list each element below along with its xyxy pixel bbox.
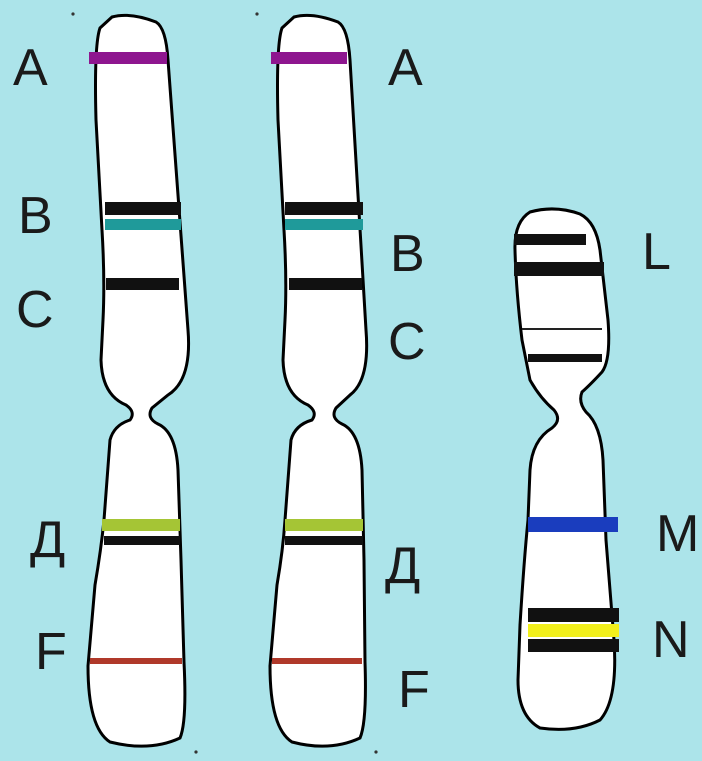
label-right-b: B	[390, 228, 425, 280]
label-left-c: C	[16, 284, 54, 336]
label-left-b: B	[18, 190, 53, 242]
label-left-f: F	[35, 626, 67, 678]
band-n-black-2	[528, 639, 619, 652]
band-d-green	[102, 519, 180, 531]
label-right-f: F	[398, 664, 430, 716]
band-d-black	[285, 536, 363, 545]
dot	[71, 12, 74, 15]
dot	[194, 750, 197, 753]
band-c-black	[106, 278, 179, 290]
band-f-brown	[90, 658, 182, 664]
chromosome-small	[514, 209, 619, 729]
band-b-teal	[285, 219, 363, 230]
chromosome-right-homolog	[270, 15, 367, 746]
chromosome-right-outline	[270, 15, 367, 746]
band-d-green	[285, 519, 363, 531]
label-left-a: A	[13, 42, 48, 94]
band-a-purple	[271, 52, 347, 64]
band-n-black-1	[528, 608, 619, 622]
dot	[374, 750, 377, 753]
band-a-purple	[89, 52, 167, 64]
label-small-l: L	[642, 226, 671, 278]
label-right-c: C	[388, 316, 426, 368]
dot	[255, 12, 258, 15]
chromosome-left-outline	[88, 15, 189, 746]
band-black-4	[528, 354, 602, 362]
band-b-teal	[105, 219, 181, 230]
label-small-n: N	[652, 614, 690, 666]
band-f-brown	[272, 658, 362, 664]
band-n-yellow	[528, 624, 619, 637]
chromosome-left-homolog	[88, 15, 189, 746]
label-right-a: A	[388, 42, 423, 94]
band-thin-black	[522, 328, 602, 330]
label-small-m: M	[656, 508, 699, 560]
band-d-black	[104, 536, 180, 545]
band-b-black	[105, 202, 181, 215]
band-c-black	[289, 278, 362, 290]
band-b-black	[285, 202, 363, 215]
band-m-blue	[528, 517, 618, 532]
band-l-black-1	[514, 234, 586, 245]
label-left-d: Д	[30, 514, 65, 566]
band-l-black-2	[514, 262, 604, 276]
label-right-d: Д	[385, 540, 420, 592]
